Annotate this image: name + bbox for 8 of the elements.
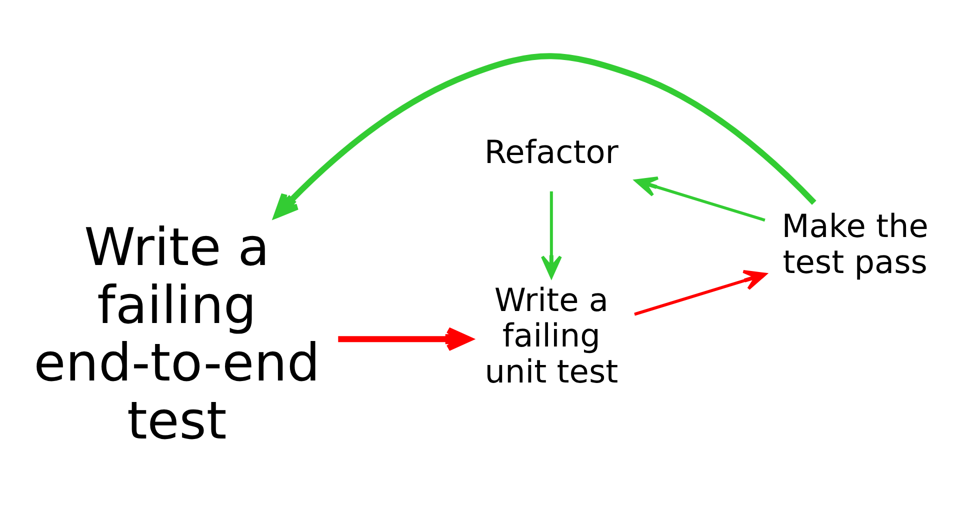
node-text: Make the test pass bbox=[782, 206, 928, 281]
arrow bbox=[634, 270, 767, 316]
arrow bbox=[634, 176, 766, 222]
node-text: Write a failing end-to-end test bbox=[34, 218, 320, 452]
node-text: Refactor bbox=[484, 132, 618, 171]
node-text: Write a failing unit test bbox=[484, 280, 618, 391]
arrow bbox=[274, 53, 816, 218]
arrow bbox=[540, 191, 562, 278]
